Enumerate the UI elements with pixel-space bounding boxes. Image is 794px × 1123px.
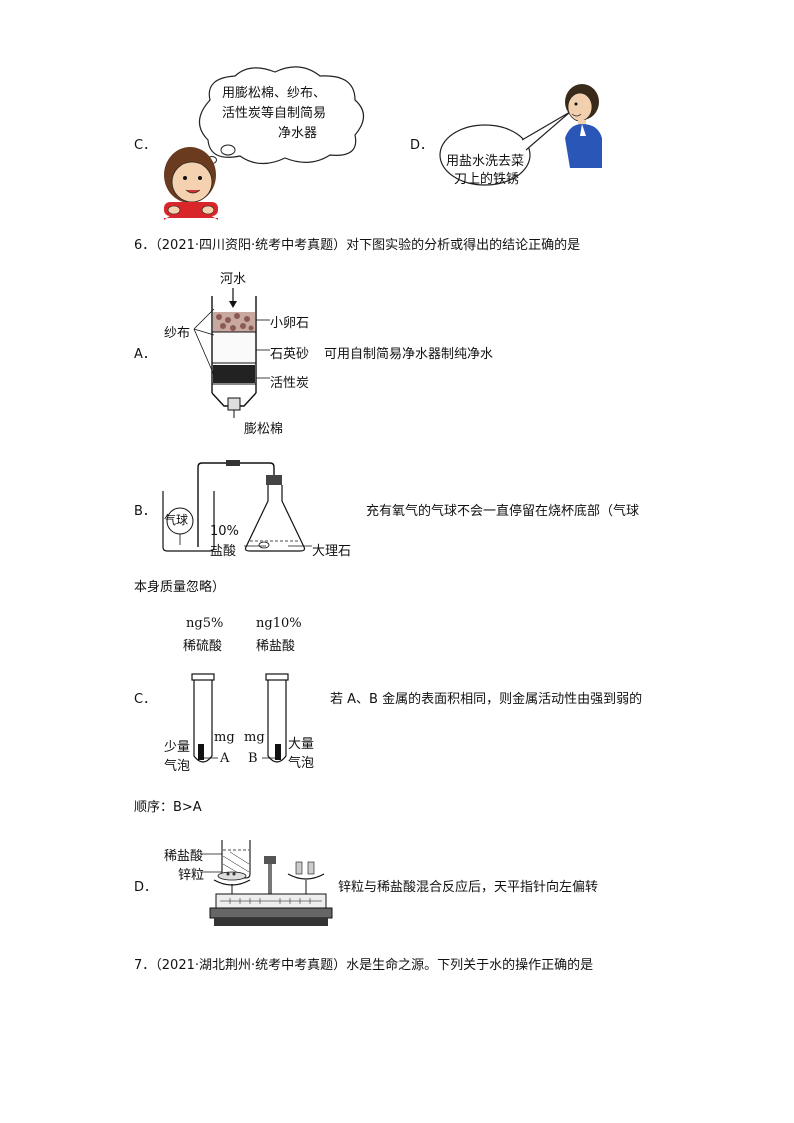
q6-d-label-zinc: 锌粒 [178, 868, 205, 883]
q6-b-leaders [244, 545, 312, 547]
q6-c-label-left-top-1: ng5% [186, 616, 224, 631]
q6-a-text: 可用自制简易净水器制纯净水 [324, 347, 494, 362]
q6-d-text: 锌粒与稀盐酸混合反应后，天平指针向左偏转 [338, 880, 599, 895]
q6-b-label-marble: 大理石 [312, 544, 352, 559]
q6-c-label-a: A [220, 751, 230, 766]
q6-a-layer-leaders [256, 319, 270, 379]
q5-c-bubble-line-3: 净水器 [278, 126, 318, 141]
q5-option-d-illustration [439, 84, 602, 186]
q6-c-label-mg-right: mg [244, 730, 265, 745]
q6-a-label-quartz: 石英砂 [270, 347, 310, 362]
q6-a-label-cotton: 膨松棉 [244, 422, 284, 437]
q5-option-c-letter: C． [134, 138, 157, 153]
q5-option-d-letter: D． [410, 138, 434, 153]
q6-b-text-cont: 本身质量忽略） [134, 580, 226, 595]
q5-c-bubble-line-2: 活性炭等自制简易 [222, 106, 327, 121]
q6-a-letter: A． [134, 347, 156, 362]
q5-c-bubble-line-1: 用膨松棉、纱布、 [222, 86, 327, 101]
q6-c-label-mg-left: mg [214, 730, 235, 745]
q6-a-label-carbon: 活性炭 [270, 376, 310, 391]
q6-d-balance-diagram [200, 840, 333, 926]
q6-a-label-water: 河水 [220, 272, 247, 287]
q6-stem: 6．（2021·四川资阳·统考中考真题）对下图实验的分析或得出的结论正确的是 [134, 238, 581, 253]
q6-a-filter-diagram [211, 288, 257, 418]
q6-b-text: 充有氧气的气球不会一直停留在烧杯底部（气球 [366, 504, 640, 519]
q6-b-letter: B． [134, 504, 156, 519]
q6-a-gauze-leaders [193, 308, 215, 376]
q6-c-label-left-top-2: 稀硫酸 [183, 639, 223, 654]
q6-c-tubes-diagram [191, 673, 289, 763]
q6-b-label-concentration: 10% [210, 524, 239, 539]
q6-b-apparatus-diagram [162, 460, 306, 552]
q6-c-label-right-top-2: 稀盐酸 [256, 639, 296, 654]
q6-c-text-cont: 顺序：B>A [134, 800, 202, 815]
q6-d-label-acid: 稀盐酸 [164, 849, 204, 864]
q6-c-label-right-bubbles-1: 大量 [288, 737, 315, 752]
q6-c-letter: C． [134, 692, 157, 707]
q6-a-label-pebble: 小卵石 [270, 316, 310, 331]
q6-c-label-b: B [248, 751, 258, 766]
q6-a-label-gauze: 纱布 [164, 326, 191, 341]
q6-c-label-right-top-1: ng10% [256, 616, 302, 631]
q5-option-c-illustration [164, 66, 365, 220]
q6-b-label-balloon: 气球 [164, 513, 189, 527]
q6-c-label-left-bubbles-2: 气泡 [164, 759, 191, 774]
q6-b-label-acid: 盐酸 [210, 544, 237, 559]
q5-d-bubble-line-1: 用盐水洗去菜 [446, 154, 525, 169]
q6-c-label-right-bubbles-2: 气泡 [288, 756, 315, 771]
q7-stem: 7．（2021·湖北荆州·统考中考真题）水是生命之源。下列关于水的操作正确的是 [134, 958, 594, 973]
q5-d-bubble-line-2: 刀上的铁锈 [454, 172, 520, 187]
q6-d-letter: D． [134, 880, 158, 895]
q6-c-label-left-bubbles-1: 少量 [164, 740, 191, 755]
q6-c-text: 若 A、B 金属的表面积相同，则金属活动性由强到弱的 [330, 692, 643, 707]
